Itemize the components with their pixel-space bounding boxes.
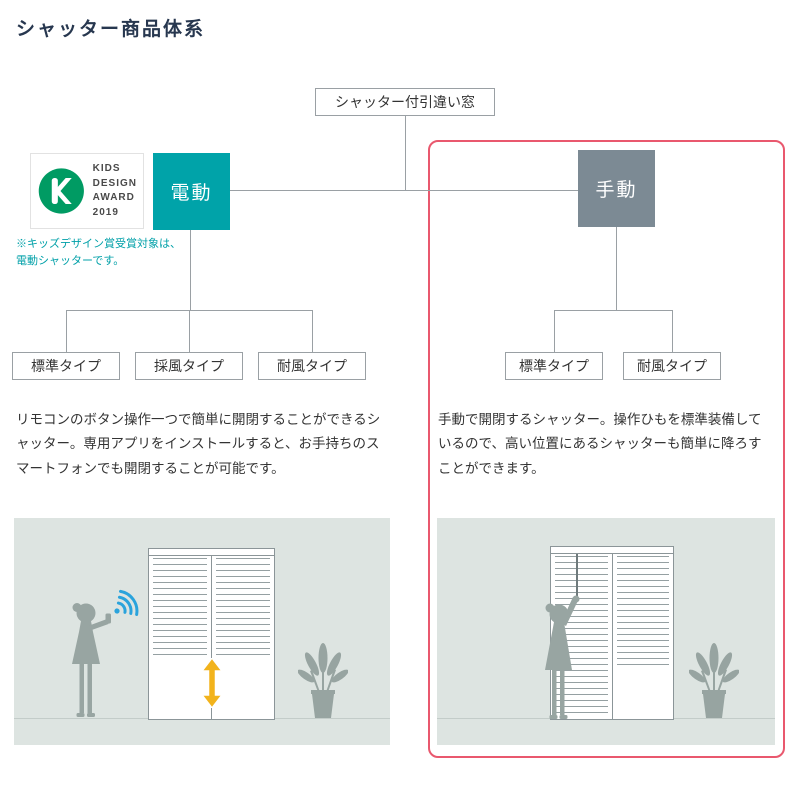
node-electric-type-standard: 標準タイプ (12, 352, 120, 380)
award-line-year: 2019 (92, 206, 119, 218)
connector-electric-stem (190, 230, 191, 310)
award-note-line2: 電動シャッターです。 (16, 255, 125, 268)
kids-design-award-text: KIDS DESIGN AWARD 2019 (93, 162, 137, 220)
connector-manual-stub-1 (554, 310, 555, 352)
award-line-design: DESIGN (92, 177, 137, 189)
award-line-kids: KIDS (92, 163, 121, 174)
connector-electric-stub-2 (189, 310, 190, 352)
electric-illustration (14, 518, 390, 745)
manual-highlight-frame (428, 140, 785, 758)
award-note: ※キッズデザイン賞受賞対象は、 電動シャッターです。 (16, 236, 181, 270)
node-manual: 手動 (578, 150, 655, 227)
manual-description: 手動で開閉するシャッター。操作ひもを標準装備しているので、高い位置にあるシャッタ… (438, 412, 762, 476)
shutter-top-rail (149, 549, 274, 556)
shutter-panel-right (212, 549, 274, 719)
wifi-signal-icon (114, 589, 139, 616)
connector-root-stem (405, 116, 406, 190)
shutter-slats (216, 558, 270, 660)
page-title: シャッター商品体系 (16, 19, 206, 40)
manual-illustration (437, 518, 775, 745)
connector-main-horizontal (230, 190, 578, 191)
shutter-top-rail (551, 547, 673, 554)
person-pulling-cord-silhouette (545, 595, 580, 719)
node-electric-type-windproof: 耐風タイプ (258, 352, 366, 380)
up-down-arrow-icon (200, 658, 224, 708)
shutter-panel-left (149, 549, 212, 719)
plant-silhouette (298, 643, 348, 718)
connector-manual-horizontal (554, 310, 672, 311)
pull-cord (576, 548, 578, 601)
electric-description: リモコンのボタン操作一つで簡単に開閉することができるシャッター。専用アプリをイン… (16, 412, 381, 476)
person-with-remote-silhouette (72, 603, 111, 717)
kids-design-award-badge: KIDS DESIGN AWARD 2019 (30, 153, 144, 229)
connector-electric-stub-1 (66, 310, 67, 352)
shutter-panel-right (613, 547, 674, 719)
shutter-slats (153, 558, 207, 660)
node-manual-type-windproof: 耐風タイプ (623, 352, 721, 380)
node-manual-type-standard: 標準タイプ (505, 352, 603, 380)
connector-manual-stem (616, 227, 617, 310)
award-note-line1: ※キッズデザイン賞受賞対象は、 (16, 238, 181, 250)
plant-silhouette (689, 643, 739, 718)
award-line-award: AWARD (92, 192, 135, 203)
connector-manual-stub-2 (672, 310, 673, 352)
node-root-window-type: シャッター付引違い窓 (315, 88, 495, 116)
connector-electric-stub-3 (312, 310, 313, 352)
node-electric-type-ventilation: 採風タイプ (135, 352, 243, 380)
shutter-slats (616, 556, 669, 668)
kids-design-award-icon (38, 168, 84, 214)
node-electric: 電動 (153, 153, 230, 230)
